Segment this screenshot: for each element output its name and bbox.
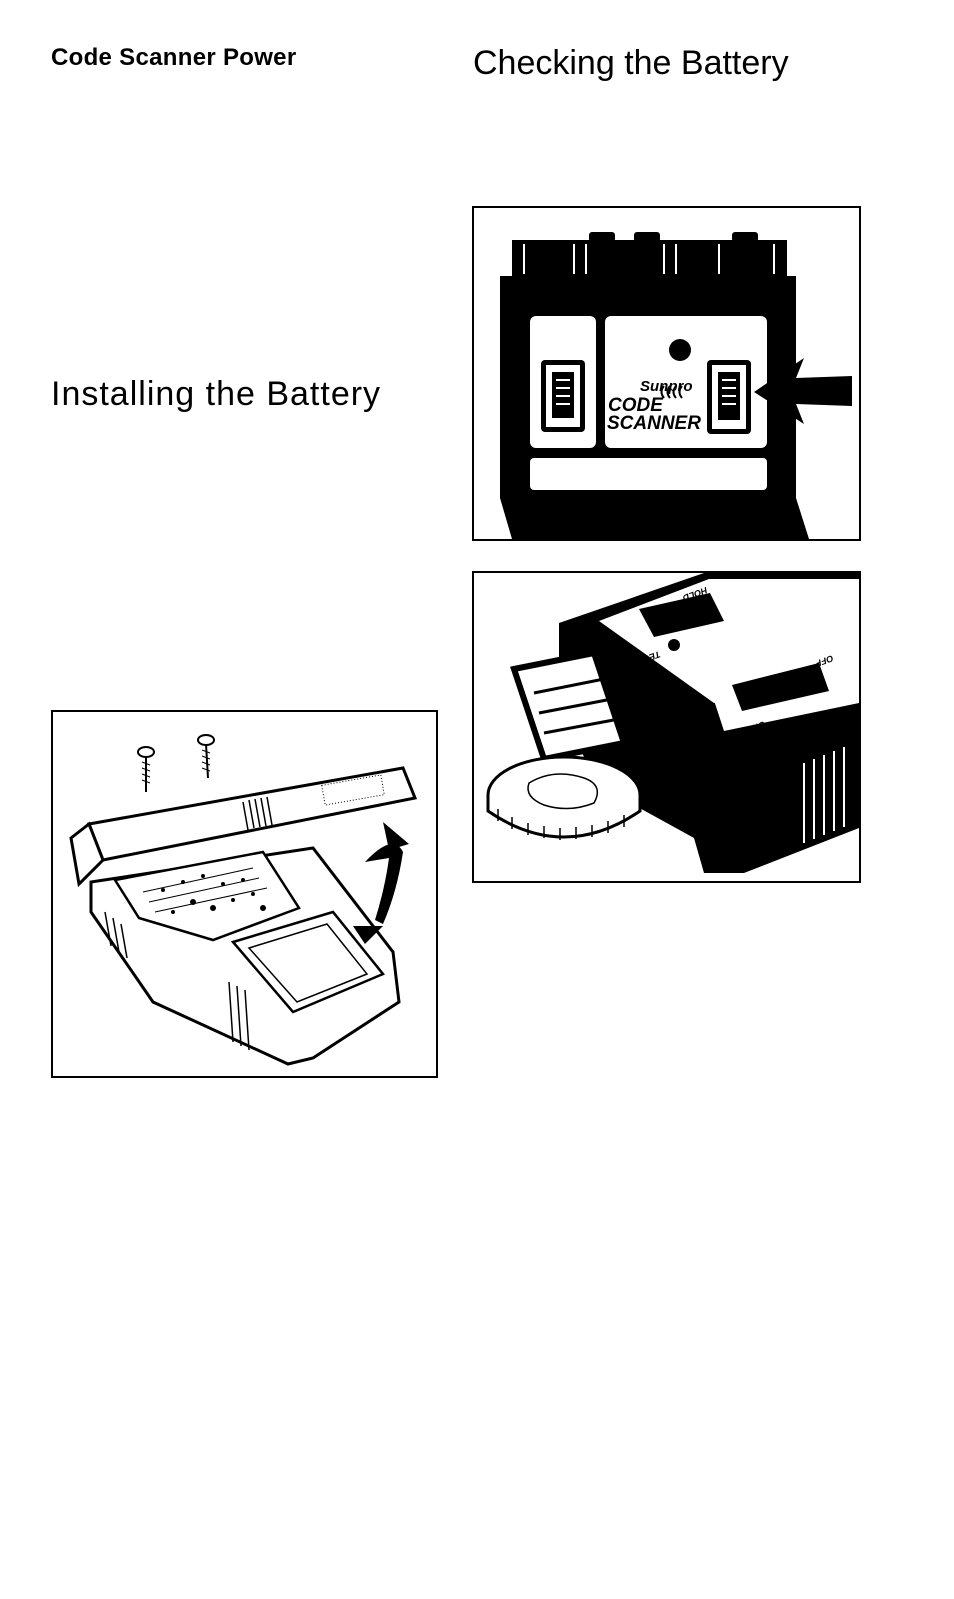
logo-scanner-label: SCANNER xyxy=(607,413,701,434)
section-title: Code Scanner Power xyxy=(51,44,297,71)
battery-installation-illustration xyxy=(51,710,438,1078)
screw-icon xyxy=(137,734,215,792)
coin-battery-check-illustration: HOLD TEST OFF ON AUDIO xyxy=(472,571,861,883)
logo-code-label: CODE xyxy=(608,395,664,416)
pointer-arrow-icon xyxy=(754,358,852,424)
installing-battery-heading: Installing the Battery xyxy=(51,375,382,413)
up-down-arrow-icon xyxy=(353,822,409,944)
on-label: ON xyxy=(750,719,767,733)
checking-battery-heading: Checking the Battery xyxy=(473,44,789,82)
brand-label: Sunpro xyxy=(640,378,693,395)
scanner-front-illustration: Sunpro CODE SCANNER xyxy=(472,206,861,541)
